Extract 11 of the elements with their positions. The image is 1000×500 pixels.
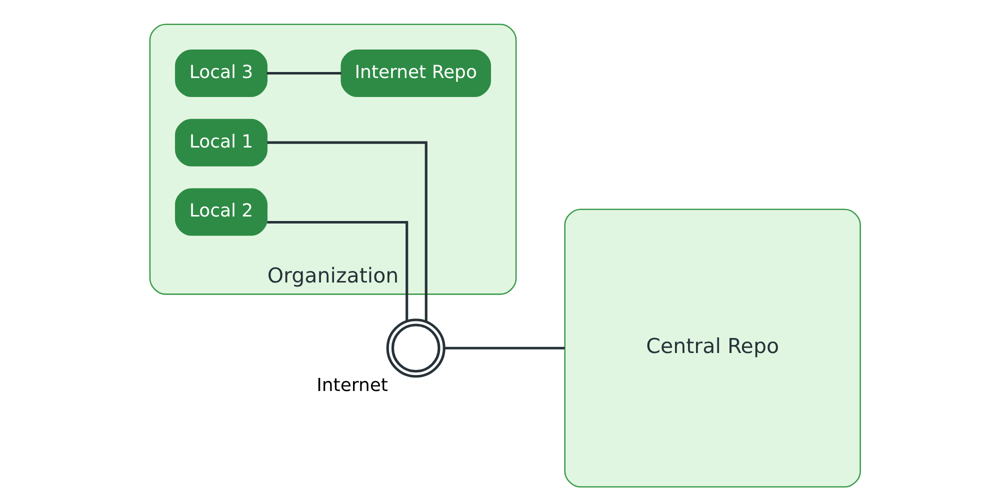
connector xyxy=(267,140,428,322)
node-box: Local 3 xyxy=(175,48,268,96)
node-globe xyxy=(386,318,446,378)
connector xyxy=(444,346,565,349)
node-box: Internet Repo xyxy=(340,48,491,96)
connector xyxy=(266,71,342,74)
node-box: Central Repo xyxy=(564,208,861,487)
node-box: Local 2 xyxy=(175,188,268,236)
node-box: Local 1 xyxy=(175,118,268,166)
connector xyxy=(267,220,408,320)
node-label: Internet xyxy=(316,374,388,396)
